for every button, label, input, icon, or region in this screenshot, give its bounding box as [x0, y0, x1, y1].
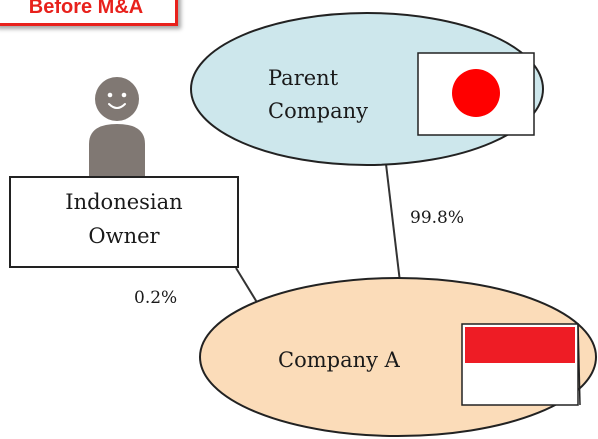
indonesia-flag-icon: [461, 323, 581, 406]
parent-ownership-percent: 99.8%: [410, 208, 465, 228]
title-box: Before M&A: [0, 0, 178, 26]
indonesian-owner-node: [9, 176, 239, 268]
parent-company-label-line1: Parent: [268, 66, 339, 90]
indonesian-owner-label-line2: Owner: [88, 224, 160, 248]
parent-company-label-line2: Company: [268, 99, 368, 123]
owner-ownership-percent: 0.2%: [134, 288, 178, 308]
diagram-title: Before M&A: [28, 0, 144, 18]
person-icon: [89, 77, 145, 177]
edge-owner-company-a: [235, 267, 259, 305]
indonesian-owner-label: Indonesian Owner: [10, 185, 238, 253]
indonesian-owner-label-line1: Indonesian: [65, 190, 183, 214]
japan-flag-icon: [417, 52, 535, 136]
edge-parent-company-a: [385, 163, 401, 283]
parent-company-label: Parent Company: [268, 62, 368, 128]
company-a-label: Company A: [278, 348, 400, 372]
